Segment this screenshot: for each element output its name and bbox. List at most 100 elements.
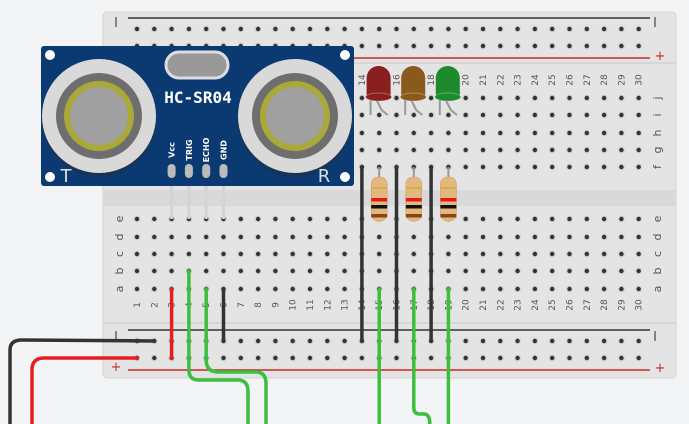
resistor-2[interactable] bbox=[405, 167, 423, 222]
hole-c26[interactable] bbox=[566, 250, 573, 258]
hole-c2[interactable] bbox=[150, 250, 158, 258]
hole-f24[interactable] bbox=[531, 163, 539, 171]
bottom-rail-plus-hole[interactable] bbox=[220, 354, 227, 362]
hole-g16[interactable] bbox=[393, 146, 400, 154]
external-vcc-wire[interactable] bbox=[30, 356, 139, 424]
hole-e25[interactable] bbox=[548, 215, 556, 223]
hole-j26[interactable] bbox=[566, 94, 573, 102]
hole-h25[interactable] bbox=[548, 129, 556, 137]
hole-f27[interactable] bbox=[583, 163, 591, 171]
bottom-rail-plus-hole[interactable] bbox=[272, 354, 279, 362]
top-rail-plus-hole[interactable] bbox=[445, 42, 452, 50]
hole-a28[interactable] bbox=[600, 285, 608, 293]
hole-j30[interactable] bbox=[635, 94, 643, 102]
hole-a30[interactable] bbox=[635, 285, 643, 293]
hole-c5[interactable] bbox=[202, 250, 210, 258]
hole-i27[interactable] bbox=[583, 111, 591, 119]
hole-d12[interactable] bbox=[323, 233, 331, 241]
hole-d15[interactable] bbox=[375, 233, 383, 241]
bottom-rail-plus-hole[interactable] bbox=[254, 354, 262, 362]
bottom-rail-plus-hole[interactable] bbox=[323, 354, 331, 362]
hole-a1[interactable] bbox=[133, 285, 141, 293]
hole-g24[interactable] bbox=[531, 146, 539, 154]
top-rail-minus-hole[interactable] bbox=[583, 25, 591, 33]
top-rail-minus-hole[interactable] bbox=[393, 25, 400, 33]
top-rail-minus-hole[interactable] bbox=[202, 25, 210, 33]
hole-d20[interactable] bbox=[462, 233, 470, 241]
hole-b5[interactable] bbox=[202, 267, 210, 275]
hole-h21[interactable] bbox=[479, 129, 487, 137]
hole-a29[interactable] bbox=[618, 285, 625, 293]
bottom-rail-plus-hole[interactable] bbox=[479, 354, 487, 362]
bottom-rail-plus-hole[interactable] bbox=[548, 354, 556, 362]
hole-e29[interactable] bbox=[618, 215, 625, 223]
hole-h19[interactable] bbox=[445, 129, 452, 137]
bottom-rail-minus-hole[interactable] bbox=[618, 337, 625, 345]
top-rail-plus-hole[interactable] bbox=[514, 42, 521, 50]
hole-d28[interactable] bbox=[600, 233, 608, 241]
bottom-rail-plus-hole[interactable] bbox=[618, 354, 625, 362]
hole-j29[interactable] bbox=[618, 94, 625, 102]
hole-d21[interactable] bbox=[479, 233, 487, 241]
hole-c3[interactable] bbox=[168, 250, 176, 258]
top-rail-minus-hole[interactable] bbox=[514, 25, 521, 33]
hole-i22[interactable] bbox=[496, 111, 504, 119]
bottom-rail-plus-hole[interactable] bbox=[496, 354, 504, 362]
hole-e20[interactable] bbox=[462, 215, 470, 223]
hole-e24[interactable] bbox=[531, 215, 539, 223]
bottom-rail-minus-hole[interactable] bbox=[566, 337, 573, 345]
hole-g19[interactable] bbox=[445, 146, 452, 154]
hole-d8[interactable] bbox=[254, 233, 262, 241]
bottom-rail-minus-hole[interactable] bbox=[531, 337, 539, 345]
top-rail-plus-hole[interactable] bbox=[531, 42, 539, 50]
hole-h14[interactable] bbox=[358, 129, 366, 137]
hole-a21[interactable] bbox=[479, 285, 487, 293]
hole-h17[interactable] bbox=[410, 129, 418, 137]
top-rail-minus-hole[interactable] bbox=[185, 25, 193, 33]
hole-c6[interactable] bbox=[220, 250, 227, 258]
green-led[interactable] bbox=[434, 66, 462, 116]
hole-c11[interactable] bbox=[306, 250, 314, 258]
top-rail-minus-hole[interactable] bbox=[306, 25, 314, 33]
hole-d13[interactable] bbox=[341, 233, 348, 241]
hole-j24[interactable] bbox=[531, 94, 539, 102]
hole-f20[interactable] bbox=[462, 163, 470, 171]
hole-d11[interactable] bbox=[306, 233, 314, 241]
top-rail-minus-hole[interactable] bbox=[548, 25, 556, 33]
bottom-rail-plus-hole[interactable] bbox=[358, 354, 366, 362]
hole-a2[interactable] bbox=[150, 285, 158, 293]
trig-wire[interactable] bbox=[187, 269, 250, 424]
led-yellow-signal-wire[interactable] bbox=[412, 287, 432, 424]
top-rail-plus-hole[interactable] bbox=[583, 42, 591, 50]
top-rail-minus-hole[interactable] bbox=[341, 25, 348, 33]
hole-f21[interactable] bbox=[479, 163, 487, 171]
hole-i26[interactable] bbox=[566, 111, 573, 119]
bottom-rail-plus-hole[interactable] bbox=[393, 354, 400, 362]
hole-j23[interactable] bbox=[514, 94, 521, 102]
hole-c25[interactable] bbox=[548, 250, 556, 258]
top-rail-minus-hole[interactable] bbox=[566, 25, 573, 33]
hole-d3[interactable] bbox=[168, 233, 176, 241]
bottom-rail-minus-hole[interactable] bbox=[254, 337, 262, 345]
hole-e13[interactable] bbox=[341, 215, 348, 223]
top-rail-minus-hole[interactable] bbox=[323, 25, 331, 33]
top-rail-minus-hole[interactable] bbox=[531, 25, 539, 33]
top-rail-minus-hole[interactable] bbox=[479, 25, 487, 33]
hole-j16[interactable] bbox=[393, 94, 400, 102]
hole-b9[interactable] bbox=[272, 267, 279, 275]
hole-f23[interactable] bbox=[514, 163, 521, 171]
top-rail-plus-hole[interactable] bbox=[462, 42, 470, 50]
hole-h26[interactable] bbox=[566, 129, 573, 137]
hole-c15[interactable] bbox=[375, 250, 383, 258]
red-led[interactable] bbox=[365, 66, 393, 116]
bottom-rail-minus-hole[interactable] bbox=[272, 337, 279, 345]
top-rail-minus-hole[interactable] bbox=[237, 25, 245, 33]
hole-b27[interactable] bbox=[583, 267, 591, 275]
top-rail-minus-hole[interactable] bbox=[133, 25, 141, 33]
top-rail-plus-hole[interactable] bbox=[496, 42, 504, 50]
echo-wire[interactable] bbox=[204, 287, 268, 424]
yellow-led[interactable] bbox=[399, 66, 427, 116]
bottom-rail-plus-hole[interactable] bbox=[600, 354, 608, 362]
